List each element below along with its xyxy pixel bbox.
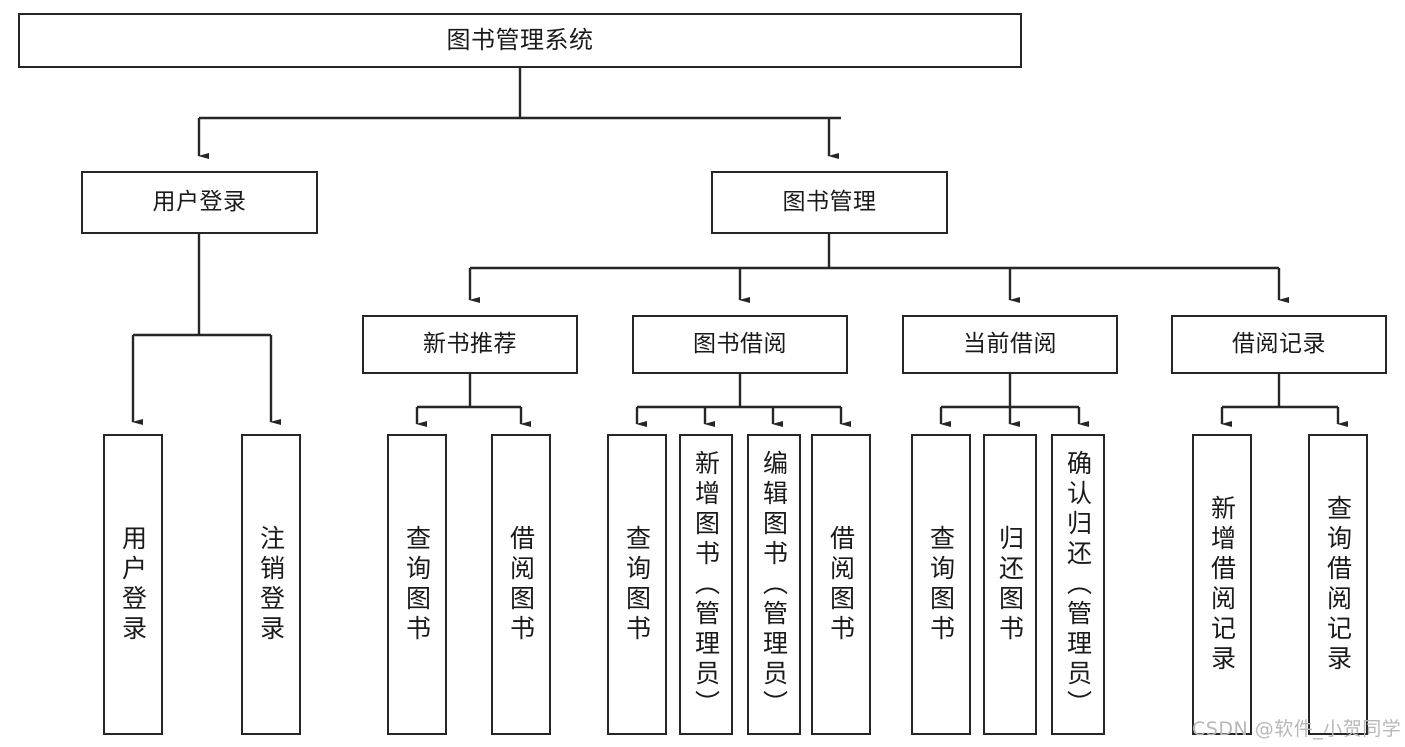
- node-user-login[interactable]: 用户登录: [81, 171, 318, 234]
- leaf-query-book-borrow-label: 查询图书: [622, 524, 652, 645]
- leaf-query-book-current-label: 查询图书: [926, 524, 956, 645]
- csdn-watermark: CSDN @软件_小贺同学: [1192, 718, 1402, 740]
- leaf-query-book-new[interactable]: 查询图书: [387, 434, 447, 735]
- leaf-return-book[interactable]: 归还图书: [983, 434, 1037, 735]
- node-borrow-records-label: 借阅记录: [1232, 331, 1326, 358]
- leaf-borrow-book-new-label: 借阅图书: [506, 524, 536, 645]
- node-current-borrow[interactable]: 当前借阅: [902, 315, 1118, 374]
- node-user-login-label: 用户登录: [152, 189, 247, 216]
- node-root-label: 图书管理系统: [446, 25, 594, 54]
- leaf-add-book-admin[interactable]: 新增图书（管理员）: [679, 434, 733, 735]
- leaf-return-book-label: 归还图书: [995, 524, 1025, 645]
- leaf-confirm-return-admin-label: 确认归还（管理员）: [1063, 449, 1093, 720]
- node-book-borrow[interactable]: 图书借阅: [632, 315, 848, 374]
- leaf-query-borrow-record[interactable]: 查询借阅记录: [1308, 434, 1368, 735]
- leaf-query-book-new-label: 查询图书: [402, 524, 432, 645]
- leaf-query-book-borrow[interactable]: 查询图书: [607, 434, 667, 735]
- leaf-user-login[interactable]: 用户登录: [103, 434, 163, 735]
- leaf-borrow-book-label: 借阅图书: [826, 524, 856, 645]
- leaf-logout-label: 注销登录: [256, 524, 286, 645]
- leaf-confirm-return-admin[interactable]: 确认归还（管理员）: [1051, 434, 1105, 735]
- leaf-edit-book-admin-label: 编辑图书（管理员）: [759, 449, 789, 720]
- node-book-management[interactable]: 图书管理: [711, 171, 948, 234]
- leaf-edit-book-admin[interactable]: 编辑图书（管理员）: [747, 434, 801, 735]
- node-new-book-recommend[interactable]: 新书推荐: [362, 315, 578, 374]
- node-book-management-label: 图书管理: [782, 189, 877, 216]
- leaf-user-login-label: 用户登录: [118, 524, 148, 645]
- leaf-logout[interactable]: 注销登录: [241, 434, 301, 735]
- leaf-add-book-admin-label: 新增图书（管理员）: [691, 449, 721, 720]
- leaf-query-book-current[interactable]: 查询图书: [911, 434, 971, 735]
- leaf-borrow-book-new[interactable]: 借阅图书: [491, 434, 551, 735]
- node-new-book-recommend-label: 新书推荐: [423, 331, 517, 358]
- leaf-query-borrow-record-label: 查询借阅记录: [1323, 494, 1353, 675]
- node-current-borrow-label: 当前借阅: [963, 331, 1057, 358]
- leaf-borrow-book[interactable]: 借阅图书: [811, 434, 871, 735]
- node-book-borrow-label: 图书借阅: [693, 331, 787, 358]
- node-borrow-records[interactable]: 借阅记录: [1171, 315, 1387, 374]
- node-root[interactable]: 图书管理系统: [18, 13, 1022, 68]
- leaf-add-borrow-record-label: 新增借阅记录: [1207, 494, 1237, 675]
- leaf-add-borrow-record[interactable]: 新增借阅记录: [1192, 434, 1252, 735]
